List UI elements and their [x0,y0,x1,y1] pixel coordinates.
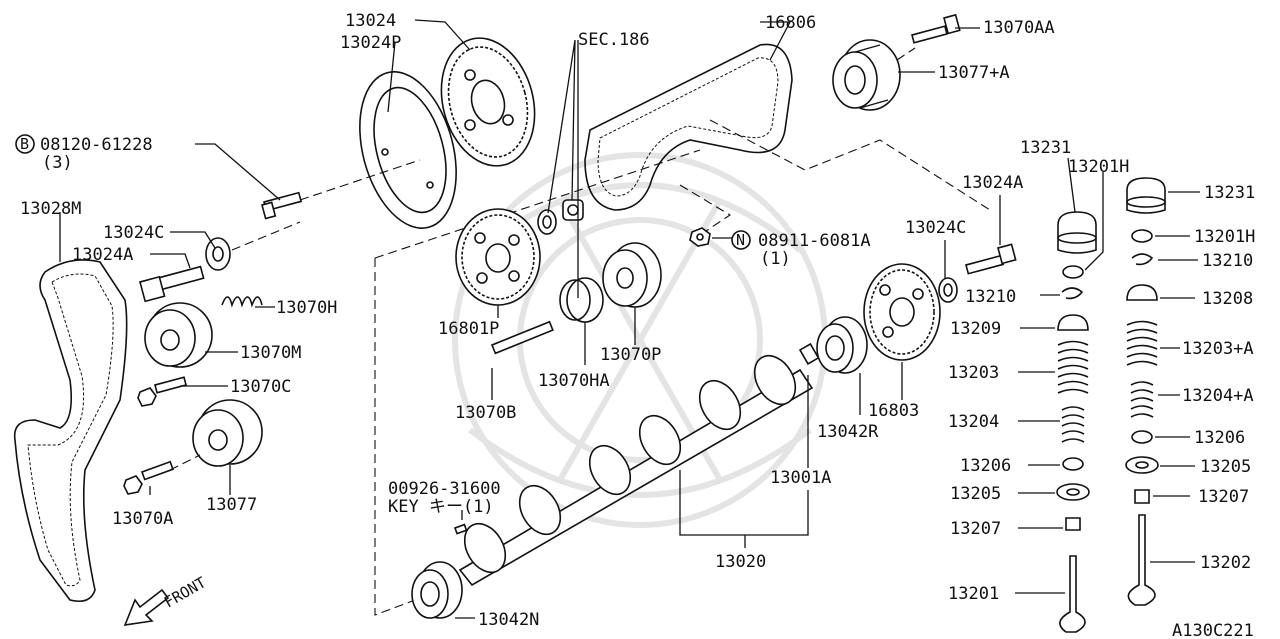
callout-13024p: 13024P [340,33,401,53]
callout-16803: 16803 [868,401,919,421]
pulley-13070p [602,242,662,308]
callout-labels: 13024 13024P SEC.186 16806 13070AA 13077… [20,11,1255,639]
leader-lines [59,19,1200,619]
callout-nut-n-qty: (1) [760,249,791,269]
callout-key-text: KEY キー(1) [388,497,494,517]
crank-sprocket-16801p [455,208,541,306]
callout-13024a-right: 13024A [962,173,1023,193]
callout-13207-right: 13207 [1198,487,1249,507]
timing-belt-13028m [13,259,128,603]
callout-16801p: 16801P [438,319,499,339]
front-arrow-icon [123,588,170,626]
callout-bolt-b-qty: (3) [42,153,73,173]
spring-13070h [221,296,263,308]
callout-13001a: 13001A [770,468,831,488]
bolt-13024a-right [965,243,1017,275]
callout-13024c-left: 13024C [103,223,164,243]
guide-line [374,149,701,259]
seal-13042r [816,316,868,374]
bolt-13070c [137,376,188,407]
callout-13204: 13204 [948,412,999,432]
washer-13024c-left [205,237,231,271]
callout-13210-right: 13210 [1202,251,1253,271]
tensioner-13070m [144,302,213,368]
axis-line [299,159,421,201]
callout-13024a-left: 13024A [72,245,133,265]
callout-13206-left: 13206 [960,456,1011,476]
camshaft-13020 [458,342,820,587]
callout-13204a: 13204+A [1182,386,1254,406]
callout-sec186: SEC.186 [578,30,650,50]
callout-13024c-right: 13024C [905,218,966,238]
bolt-symbol-icon [15,134,35,154]
cam-sprocket-13024 [440,37,536,167]
callout-13070m: 13070M [240,343,301,363]
washers-sec186 [537,199,584,235]
callout-13201h-left: 13201H [1068,157,1129,177]
timing-belt-16806 [584,43,793,211]
nut-symbol-icon [731,230,751,250]
callout-13201: 13201 [948,584,999,604]
guide-line [679,184,732,236]
callout-13070p: 13070P [600,345,661,365]
callout-13203: 13203 [948,363,999,383]
callout-13208: 13208 [1202,289,1253,309]
bolt-13070aa [911,13,961,44]
bolt-b [261,191,303,220]
idler-13077 [192,399,263,467]
callout-13070a: 13070A [112,509,173,529]
callout-13210-left: 13210 [965,287,1016,307]
valve-train-left [1056,211,1097,633]
callout-13070aa: 13070AA [983,18,1055,38]
valve-train-right [1125,177,1166,606]
callout-nut-n: 08911-6081A [758,231,871,251]
guide-line [709,119,991,211]
callout-13070b: 13070B [455,403,516,423]
callout-13203a: 13203+A [1182,339,1254,359]
spring-13070ha [559,277,604,323]
front-label: FRONT [161,573,209,611]
stud-13070b [490,320,554,355]
seal-13042n [411,561,463,619]
callout-13202: 13202 [1200,553,1251,573]
idler-pulley-13077a [832,39,901,111]
callout-13070ha: 13070HA [538,371,610,391]
nut-n [689,227,711,247]
callout-13042r: 13042R [817,422,879,442]
callout-13042n: 13042N [478,610,539,630]
callout-13020: 13020 [715,552,766,572]
callout-13231-right: 13231 [1204,183,1255,203]
callout-13205-right: 13205 [1200,457,1251,477]
callout-13077: 13077 [206,495,257,515]
callout-13070c: 13070C [230,377,291,397]
bolt-13024a-left [139,265,205,303]
callout-bolt-b: 08120-61228 [40,135,153,155]
callout-13077a: 13077+A [938,63,1010,83]
nut-symbol: N [736,231,745,249]
callout-13028m: 13028M [20,199,81,219]
diagram-code: A130C221 [1172,621,1254,639]
callout-13206-right: 13206 [1194,428,1245,448]
axis-line [231,221,301,251]
callout-key-number: 00926-31600 [388,479,501,499]
sprocket-plate-13024p [359,71,457,229]
washer-13024c-right [938,277,958,303]
sprocket-16803 [863,263,941,361]
callout-13024: 13024 [345,11,396,31]
bolt-13070a [123,460,174,495]
callout-13201h-right: 13201H [1194,227,1255,247]
key-00926 [453,523,468,535]
guide-line [374,258,416,616]
callout-16806: 16806 [765,13,816,33]
callout-13231-left: 13231 [1020,138,1071,158]
bolt-symbol: B [20,135,29,153]
axis-line [169,454,201,471]
callout-13070h: 13070H [276,298,337,318]
callout-13209: 13209 [950,319,1001,339]
callout-13205-left: 13205 [950,484,1001,504]
callout-13207-left: 13207 [950,519,1001,539]
axis-line [896,47,916,61]
